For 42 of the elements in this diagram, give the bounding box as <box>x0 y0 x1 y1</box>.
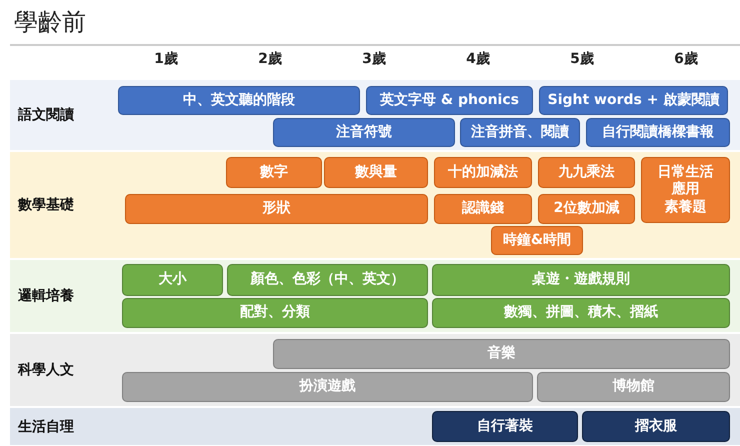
timeline-bar: 2位數加減 <box>538 194 635 224</box>
age-header: 5歲 <box>569 50 595 68</box>
row-band <box>10 152 740 258</box>
age-header: 6歲 <box>673 50 699 68</box>
row-band <box>10 408 740 445</box>
timeline-bar: 日常生活 應用 素養題 <box>641 157 730 223</box>
row-label: 數學基礎 <box>18 196 74 214</box>
row-label: 科學人文 <box>18 361 74 379</box>
timeline-bar: 桌遊・遊戲規則 <box>432 264 730 296</box>
age-header: 2歲 <box>257 50 283 68</box>
age-header: 1歲 <box>153 50 179 68</box>
age-header: 4歲 <box>465 50 491 68</box>
timeline-bar: 數字 <box>226 157 322 188</box>
row-band <box>10 260 740 332</box>
timeline-bar: Sight words + 啟蒙閱讀 <box>539 86 728 115</box>
row-label: 邏輯培養 <box>18 287 74 305</box>
timeline-bar: 音樂 <box>273 339 730 369</box>
timeline-bar: 數與量 <box>324 157 428 188</box>
timeline-bar: 配對、分類 <box>122 298 428 328</box>
row-band <box>10 334 740 406</box>
timeline-bar: 形狀 <box>125 194 428 224</box>
row-label: 生活自理 <box>18 418 74 436</box>
timeline-bar: 大小 <box>122 264 223 296</box>
timeline-bar: 英文字母 & phonics <box>366 86 533 115</box>
timeline-bar: 注音符號 <box>273 118 455 147</box>
timeline-bar: 注音拼音、閱讀 <box>460 118 580 147</box>
age-header: 3歲 <box>361 50 387 68</box>
row-band <box>10 80 740 150</box>
timeline-bar: 博物館 <box>537 372 730 402</box>
timeline-bar: 十的加減法 <box>434 157 532 188</box>
timeline-bar: 九九乘法 <box>538 157 635 188</box>
timeline-bar: 認識錢 <box>434 194 532 224</box>
timeline-bar: 中、英文聽的階段 <box>118 86 360 115</box>
timeline-bar: 顏色、色彩（中、英文） <box>227 264 428 296</box>
timeline-bar: 摺衣服 <box>582 411 730 442</box>
timeline-bar: 數獨、拼圖、積木、摺紙 <box>432 298 730 328</box>
page-title: 學齡前 <box>14 7 86 38</box>
row-label: 語文閱讀 <box>18 106 74 124</box>
timeline-bar: 扮演遊戲 <box>122 372 533 402</box>
timeline-bar: 自行著裝 <box>432 411 578 442</box>
timeline-bar: 自行閱讀橋樑書報 <box>586 118 730 147</box>
timeline-bar: 時鐘&時間 <box>491 226 583 255</box>
